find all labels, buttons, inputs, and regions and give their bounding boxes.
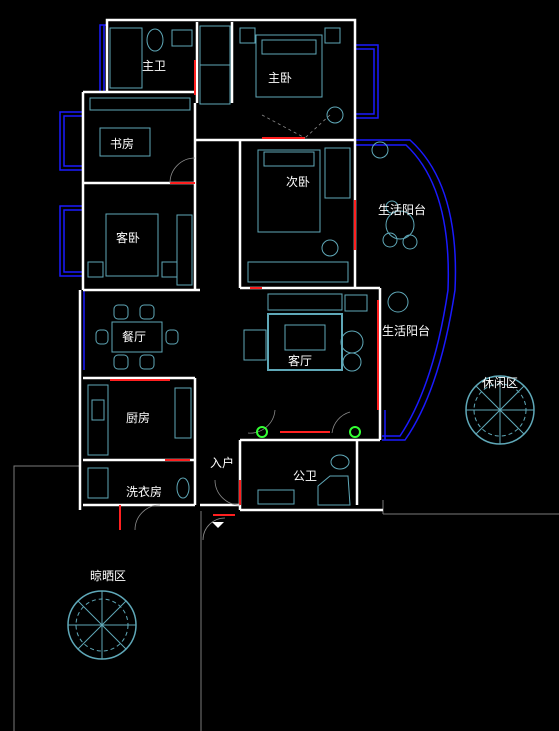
entrance-marker-icon — [212, 522, 224, 528]
label-living: 客厅 — [288, 353, 312, 368]
lighting-fixtures — [256, 426, 361, 438]
label-kitchen: 厨房 — [126, 410, 150, 425]
label-laundry: 洗衣房 — [126, 484, 162, 499]
walls — [78, 18, 383, 512]
label-balcony-upper: 生活阳台 — [378, 202, 426, 217]
leisure-umbrella-icon — [465, 375, 535, 445]
furniture — [87, 25, 418, 506]
site-boundary — [13, 465, 559, 731]
door-swings — [134, 114, 351, 541]
label-entrance: 入户 — [210, 455, 234, 470]
label-study: 书房 — [110, 136, 134, 151]
label-drying: 晾晒区 — [90, 568, 126, 583]
label-master-bedroom: 主卧 — [268, 71, 292, 85]
label-public-bath: 公卫 — [293, 469, 317, 483]
label-leisure: 休闲区 — [482, 376, 518, 390]
doors — [110, 60, 379, 530]
label-balcony-lower: 生活阳台 — [382, 323, 430, 338]
label-dining: 餐厅 — [122, 329, 146, 344]
label-second-bedroom: 次卧 — [286, 175, 310, 189]
label-guest-bedroom: 客卧 — [116, 230, 140, 245]
drying-umbrella-icon — [67, 590, 137, 660]
label-master-bath: 主卫 — [142, 59, 166, 73]
